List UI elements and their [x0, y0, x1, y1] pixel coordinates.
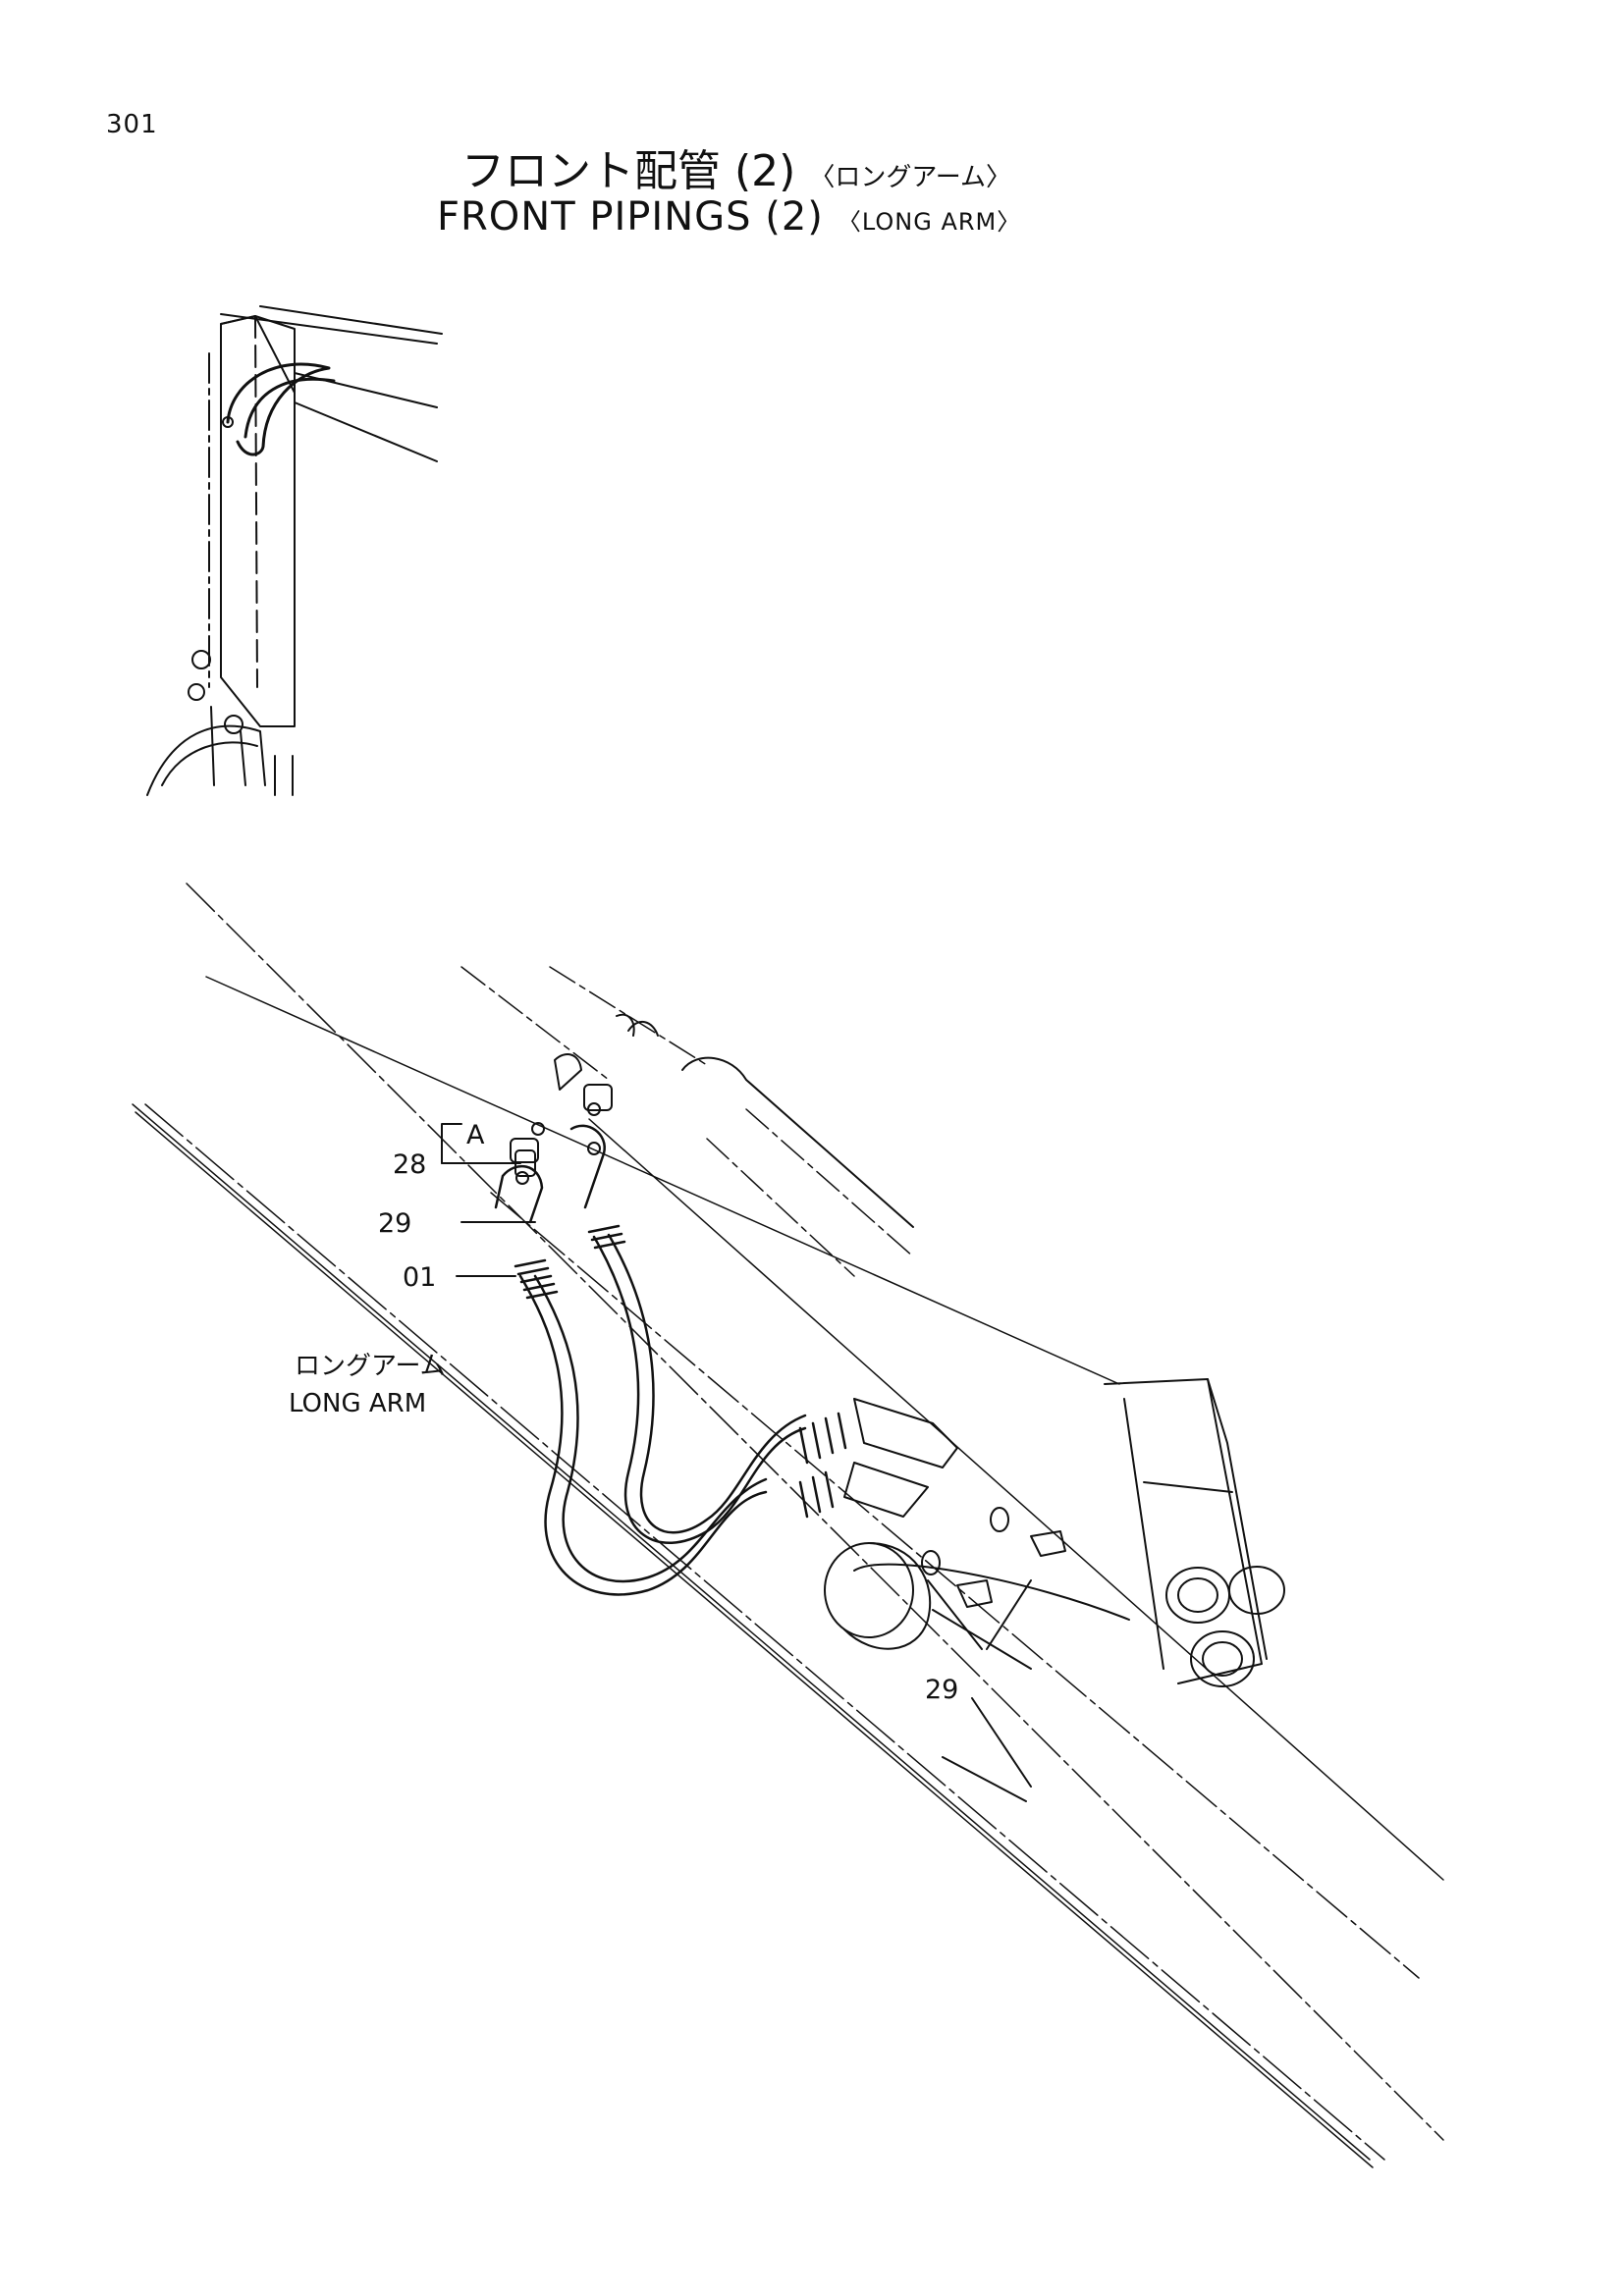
note-long-arm-en: LONG ARM: [289, 1389, 426, 1418]
page-title-jp: フロント配管 (2) 〈ロングアーム〉: [461, 135, 1011, 198]
title-en-main: FRONT PIPINGS (2): [437, 194, 824, 240]
main-arm-structure: [132, 882, 1444, 2168]
hose-assembly: [494, 1124, 847, 1596]
page-number: 301: [106, 110, 158, 139]
callout-01: 01: [403, 1262, 436, 1293]
fittings: [510, 1013, 1066, 1650]
title-jp-main: フロント配管 (2): [461, 146, 796, 196]
callout-29-bottom: 29: [925, 1675, 958, 1705]
title-en-sub: 〈LONG ARM〉: [837, 208, 1022, 236]
inset-arm-overview: [146, 305, 443, 796]
title-jp-sub: 〈ロングアーム〉: [809, 163, 1011, 192]
page-title-en: FRONT PIPINGS (2) 〈LONG ARM〉: [437, 194, 1021, 240]
callout-28: 28: [393, 1149, 426, 1180]
note-long-arm-jp: ロングアーム: [295, 1352, 446, 1381]
leader-lines: [441, 1123, 1032, 1650]
callout-29-top: 29: [378, 1208, 411, 1239]
callout-a: A: [466, 1120, 485, 1150]
